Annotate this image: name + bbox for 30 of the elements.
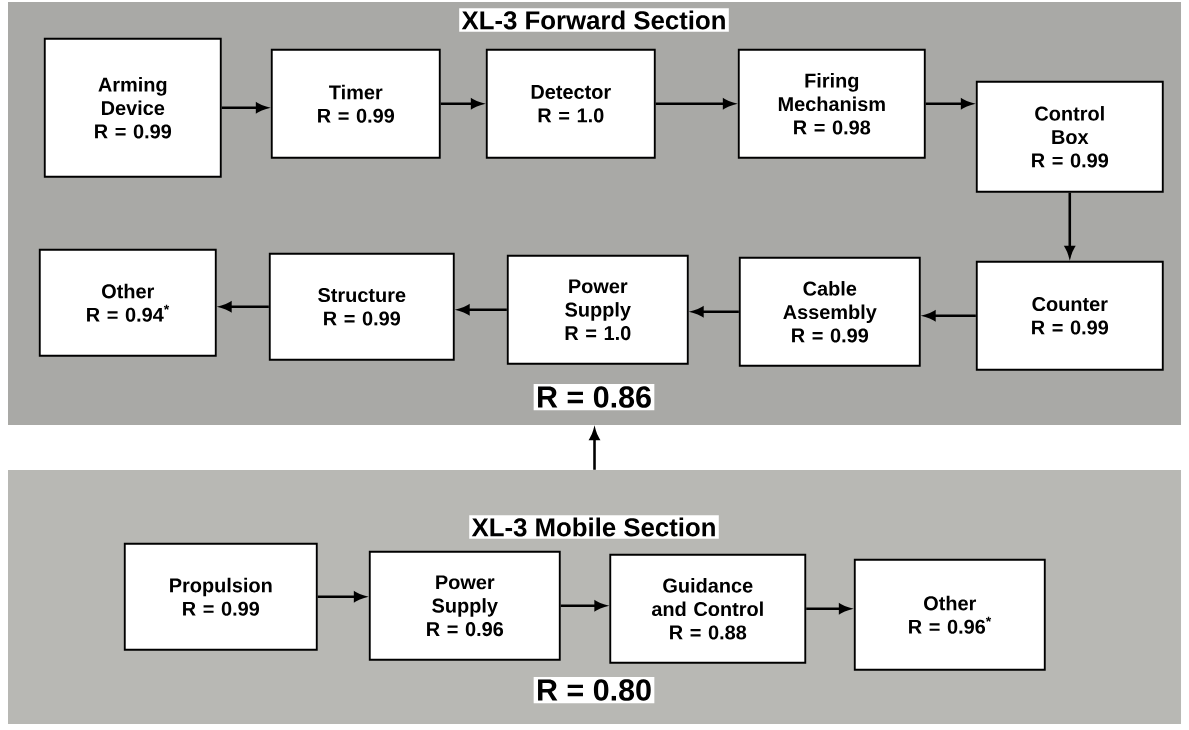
component-box: Other R = 0.94$^{*}$ <box>38 248 217 357</box>
component-box: Propulsion R = 0.99 <box>123 542 318 651</box>
component-box: Power Supply R = 0.96 <box>368 550 561 661</box>
component-box: Detector R = 1.0 <box>485 48 656 159</box>
reliability-total: R = 0.86 <box>533 383 655 411</box>
component-box: Guidance and Control R = 0.88 <box>609 553 807 664</box>
arrow <box>560 600 606 611</box>
arrow <box>458 304 507 315</box>
section-title: XL-3 Forward Section <box>459 8 729 32</box>
component-box: Control Box R = 0.99 <box>975 80 1164 193</box>
component-box: Firing Mechanism R = 0.98 <box>737 48 926 159</box>
arrow <box>317 591 366 602</box>
arrow <box>924 310 976 321</box>
arrow <box>692 306 739 317</box>
section-title: XL-3 Mobile Section <box>469 515 719 539</box>
arrow <box>220 301 269 312</box>
component-box: Power Supply R = 1.0 <box>506 254 689 365</box>
arrow <box>925 98 973 109</box>
component-box: Cable Assembly R = 0.99 <box>738 256 921 367</box>
component-box: Structure R = 0.99 <box>268 252 455 361</box>
component-box: Other R = 0.96$^{*}$ <box>853 558 1046 671</box>
arrow <box>655 98 735 109</box>
component-box: Timer R = 0.99 <box>270 48 441 159</box>
arrow <box>221 102 268 113</box>
arrow <box>440 98 483 109</box>
arrow <box>1064 192 1075 258</box>
arrow <box>806 603 851 614</box>
component-box: Counter R = 0.99 <box>975 260 1164 371</box>
reliability-total: R = 0.80 <box>533 676 655 704</box>
component-box: Arming Device R = 0.99 <box>43 37 222 178</box>
